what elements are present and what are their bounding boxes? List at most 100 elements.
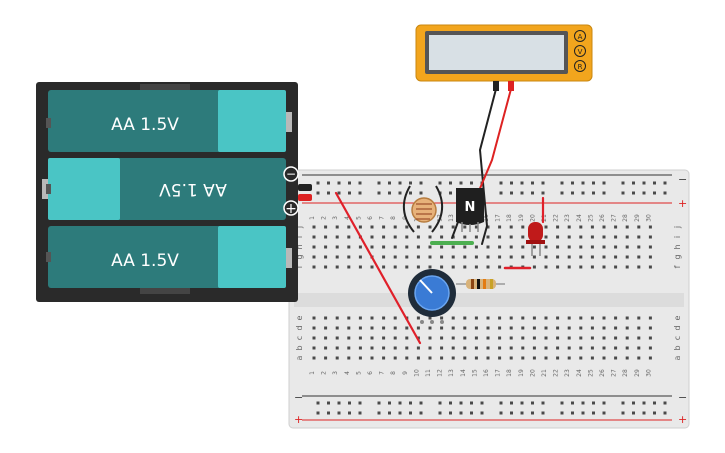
breadboard-hole[interactable] <box>625 356 629 360</box>
breadboard-hole[interactable] <box>335 346 339 350</box>
breadboard-hole[interactable] <box>327 181 330 185</box>
breadboard-hole[interactable] <box>614 326 618 330</box>
breadboard-hole[interactable] <box>358 225 362 229</box>
breadboard-hole[interactable] <box>590 316 594 320</box>
breadboard-hole[interactable] <box>347 356 351 360</box>
breadboard-hole[interactable] <box>498 326 502 330</box>
breadboard-hole[interactable] <box>556 265 560 269</box>
breadboard-hole[interactable] <box>370 346 374 350</box>
breadboard-hole[interactable] <box>393 225 397 229</box>
npn-transistor[interactable]: N <box>456 188 484 232</box>
breadboard-hole[interactable] <box>474 245 478 249</box>
breadboard-hole[interactable] <box>470 181 473 185</box>
breadboard-hole[interactable] <box>637 316 641 320</box>
battery-2[interactable]: AA 1.5V <box>42 158 286 220</box>
breadboard-hole[interactable] <box>521 235 525 239</box>
breadboard-hole[interactable] <box>637 346 641 350</box>
breadboard-hole[interactable] <box>581 411 585 415</box>
breadboard-hole[interactable] <box>648 255 652 259</box>
breadboard-hole[interactable] <box>438 181 442 185</box>
breadboard-hole[interactable] <box>567 316 571 320</box>
breadboard-hole[interactable] <box>614 346 618 350</box>
breadboard-hole[interactable] <box>590 346 594 350</box>
breadboard-hole[interactable] <box>637 336 641 340</box>
breadboard-hole[interactable] <box>428 336 432 340</box>
breadboard-hole[interactable] <box>312 346 316 350</box>
breadboard-hole[interactable] <box>509 346 513 350</box>
breadboard-hole[interactable] <box>560 181 564 185</box>
breadboard-hole[interactable] <box>438 411 442 415</box>
breadboard-hole[interactable] <box>428 225 432 229</box>
breadboard-hole[interactable] <box>312 225 316 229</box>
breadboard-hole[interactable] <box>602 191 606 195</box>
breadboard-hole[interactable] <box>463 346 467 350</box>
breadboard-hole[interactable] <box>648 326 652 330</box>
breadboard-hole[interactable] <box>648 265 652 269</box>
breadboard-hole[interactable] <box>449 191 452 195</box>
terminal-strip-holes[interactable] <box>312 225 652 360</box>
breadboard-hole[interactable] <box>348 181 351 185</box>
breadboard-hole[interactable] <box>541 411 545 415</box>
breadboard-hole[interactable] <box>393 346 397 350</box>
breadboard-hole[interactable] <box>509 336 513 340</box>
breadboard-hole[interactable] <box>637 235 641 239</box>
breadboard-hole[interactable] <box>590 235 594 239</box>
breadboard-hole[interactable] <box>602 401 606 405</box>
negative-terminal[interactable]: − <box>283 166 299 182</box>
breadboard-hole[interactable] <box>358 245 362 249</box>
breadboard-hole[interactable] <box>663 191 667 195</box>
breadboard-hole[interactable] <box>316 191 320 195</box>
breadboard-hole[interactable] <box>324 316 328 320</box>
breadboard-hole[interactable] <box>579 326 583 330</box>
breadboard-hole[interactable] <box>474 326 478 330</box>
red-wire-diagonal[interactable] <box>334 191 422 345</box>
breadboard-hole[interactable] <box>544 235 548 239</box>
breadboard-hole[interactable] <box>571 411 574 415</box>
breadboard-hole[interactable] <box>509 316 513 320</box>
breadboard-hole[interactable] <box>324 336 328 340</box>
breadboard-hole[interactable] <box>602 411 606 415</box>
breadboard-hole[interactable] <box>653 401 656 405</box>
breadboard-hole[interactable] <box>532 346 536 350</box>
breadboard-hole[interactable] <box>370 225 374 229</box>
breadboard-hole[interactable] <box>474 255 478 259</box>
breadboard-hole[interactable] <box>358 181 362 185</box>
breadboard-hole[interactable] <box>405 346 409 350</box>
breadboard-hole[interactable] <box>347 336 351 340</box>
breadboard-hole[interactable] <box>393 265 397 269</box>
breadboard-hole[interactable] <box>621 181 625 185</box>
breadboard-hole[interactable] <box>316 411 320 415</box>
breadboard-hole[interactable] <box>531 411 534 415</box>
breadboard-hole[interactable] <box>382 346 386 350</box>
breadboard-hole[interactable] <box>602 316 606 320</box>
breadboard-hole[interactable] <box>449 181 452 185</box>
breadboard-hole[interactable] <box>579 346 583 350</box>
breadboard-hole[interactable] <box>648 235 652 239</box>
breadboard-hole[interactable] <box>614 235 618 239</box>
breadboard-hole[interactable] <box>335 336 339 340</box>
breadboard-hole[interactable] <box>405 356 409 360</box>
breadboard-hole[interactable] <box>312 245 316 249</box>
breadboard-hole[interactable] <box>393 336 397 340</box>
breadboard-hole[interactable] <box>637 356 641 360</box>
breadboard-hole[interactable] <box>358 255 362 259</box>
breadboard-hole[interactable] <box>602 346 606 350</box>
breadboard-hole[interactable] <box>377 411 381 415</box>
breadboard-hole[interactable] <box>581 191 585 195</box>
breadboard-hole[interactable] <box>498 356 502 360</box>
breadboard-hole[interactable] <box>312 336 316 340</box>
breadboard-hole[interactable] <box>451 255 455 259</box>
breadboard-hole[interactable] <box>324 235 328 239</box>
breadboard-hole[interactable] <box>370 245 374 249</box>
breadboard-hole[interactable] <box>556 255 560 259</box>
breadboard-hole[interactable] <box>541 181 545 185</box>
breadboard-hole[interactable] <box>335 316 339 320</box>
breadboard-hole[interactable] <box>382 245 386 249</box>
breadboard-hole[interactable] <box>520 411 524 415</box>
breadboard-hole[interactable] <box>451 336 455 340</box>
breadboard-hole[interactable] <box>440 235 444 239</box>
breadboard-hole[interactable] <box>556 245 560 249</box>
red-led[interactable] <box>526 222 545 256</box>
breadboard-hole[interactable] <box>486 245 490 249</box>
